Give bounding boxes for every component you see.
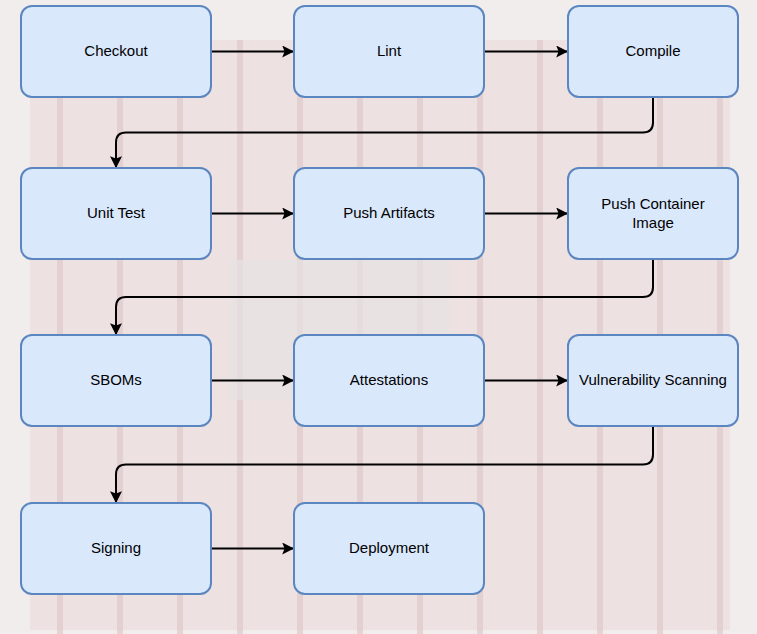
box-label: Vulnerability Scanning: [579, 371, 727, 390]
flow-arrow: [116, 427, 653, 502]
process-box: Lint: [293, 5, 485, 98]
process-box: Push Artifacts: [293, 167, 485, 260]
process-box: Compile: [567, 5, 739, 98]
box-label: Signing: [91, 539, 141, 558]
box-label: Attestations: [350, 371, 428, 390]
process-box: Vulnerability Scanning: [567, 334, 739, 427]
flow-arrow: [485, 213, 567, 215]
box-label: Push Artifacts: [343, 204, 435, 223]
box-label: SBOMs: [90, 371, 142, 390]
flow-arrow: [212, 213, 293, 215]
box-label: Compile: [625, 42, 680, 61]
process-box: Attestations: [293, 334, 485, 427]
flow-arrow: [212, 380, 293, 382]
flow-arrow: [212, 548, 293, 550]
flow-arrow: [116, 98, 653, 167]
box-label: Unit Test: [87, 204, 145, 223]
box-label: Checkout: [84, 42, 147, 61]
process-box: Deployment: [293, 502, 485, 595]
box-label: Deployment: [349, 539, 429, 558]
flow-arrow: [485, 380, 567, 382]
process-box: SBOMs: [20, 334, 212, 427]
process-box: Checkout: [20, 5, 212, 98]
process-box: Unit Test: [20, 167, 212, 260]
flow-arrow: [116, 260, 653, 334]
box-label: Lint: [377, 42, 401, 61]
process-box: Push Container Image: [567, 167, 739, 260]
flow-arrow: [485, 51, 567, 53]
flow-arrow: [212, 51, 293, 53]
process-box: Signing: [20, 502, 212, 595]
box-label: Push Container Image: [579, 195, 727, 233]
